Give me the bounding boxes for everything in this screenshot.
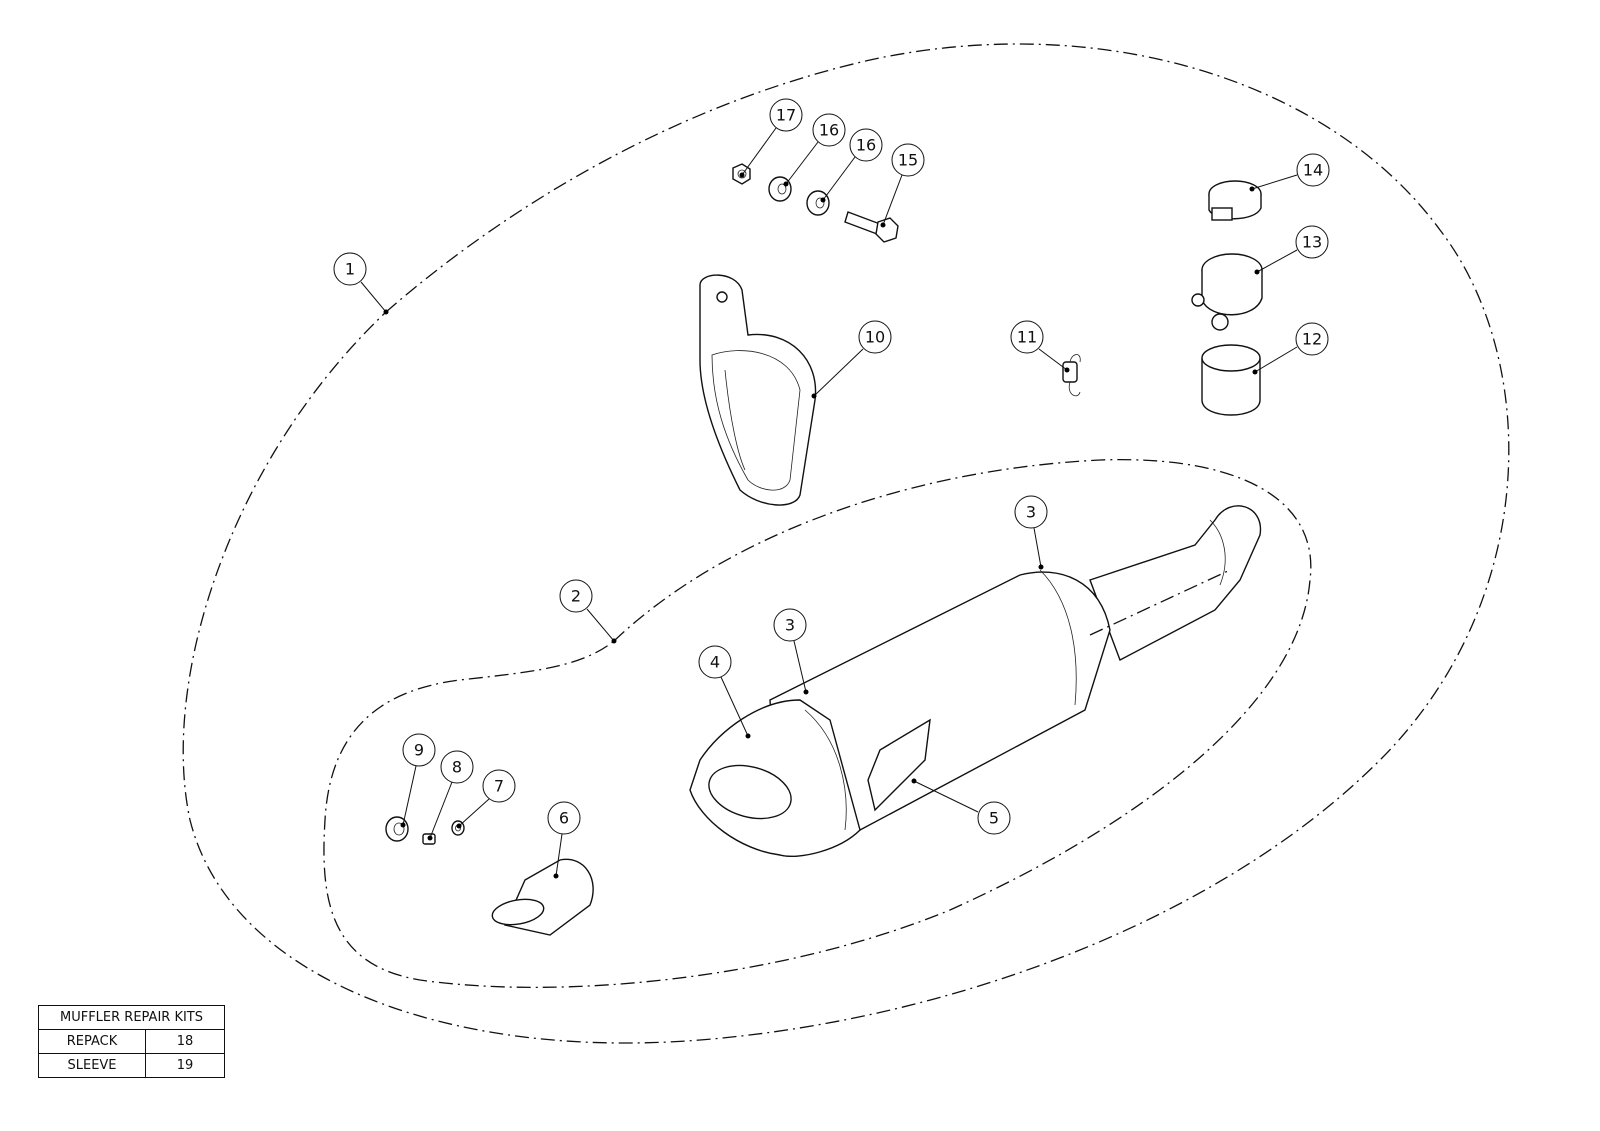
kit-name: SLEEVE bbox=[38, 1053, 146, 1078]
part-16-washer bbox=[806, 190, 830, 216]
kit-name: REPACK bbox=[38, 1029, 146, 1054]
callout-6: 6 bbox=[547, 801, 581, 879]
muffler-repair-kits-table: MUFFLER REPAIR KITS REPACK 18 SLEEVE 19 bbox=[38, 1005, 225, 1078]
svg-text:17: 17 bbox=[776, 106, 796, 125]
callout-5: 5 bbox=[911, 778, 1011, 835]
callout-7: 7 bbox=[456, 769, 516, 829]
part-11-spring bbox=[1062, 354, 1081, 397]
part-14-clamp bbox=[1208, 180, 1262, 221]
callout-3: 3 bbox=[1014, 495, 1048, 570]
callout-12: 12 bbox=[1252, 322, 1329, 375]
svg-text:4: 4 bbox=[710, 653, 720, 672]
svg-text:16: 16 bbox=[856, 136, 876, 155]
part-6-end-cap bbox=[491, 858, 594, 936]
svg-text:15: 15 bbox=[898, 151, 918, 170]
svg-text:2: 2 bbox=[571, 587, 581, 606]
part-muffler-body bbox=[689, 505, 1262, 857]
table-row: SLEEVE 19 bbox=[38, 1053, 225, 1078]
callout-3: 3 bbox=[773, 608, 809, 695]
callouts: 1 2 3 3 4 5 6 7 8 9 10 11 12 13 14 15 16… bbox=[333, 98, 1330, 879]
kit-number: 18 bbox=[145, 1029, 225, 1054]
callout-15: 15 bbox=[880, 143, 925, 228]
svg-text:9: 9 bbox=[414, 741, 424, 760]
part-15-bolt bbox=[844, 211, 899, 243]
part-10-hanger-bracket bbox=[699, 274, 817, 506]
svg-text:1: 1 bbox=[345, 260, 355, 279]
part-16-washer bbox=[768, 176, 792, 202]
callout-14: 14 bbox=[1249, 153, 1330, 192]
callout-1: 1 bbox=[333, 252, 389, 315]
callout-16: 16 bbox=[820, 128, 883, 203]
svg-text:7: 7 bbox=[494, 777, 504, 796]
svg-text:6: 6 bbox=[559, 809, 569, 828]
callout-16: 16 bbox=[783, 113, 846, 187]
svg-text:16: 16 bbox=[819, 121, 839, 140]
kit-number: 19 bbox=[145, 1053, 225, 1078]
svg-text:13: 13 bbox=[1302, 233, 1322, 252]
callout-10: 10 bbox=[811, 320, 892, 399]
group-2-outline bbox=[323, 458, 1312, 988]
svg-text:11: 11 bbox=[1017, 328, 1037, 347]
part-12-link-pipe-sleeve bbox=[1201, 344, 1261, 416]
svg-text:3: 3 bbox=[785, 616, 795, 635]
table-title: MUFFLER REPAIR KITS bbox=[38, 1005, 225, 1030]
callout-11: 11 bbox=[1010, 320, 1070, 373]
callout-2: 2 bbox=[559, 579, 617, 644]
svg-text:12: 12 bbox=[1302, 330, 1322, 349]
callout-4: 4 bbox=[698, 645, 751, 739]
svg-text:5: 5 bbox=[989, 809, 999, 828]
part-9-grommet bbox=[385, 816, 409, 842]
group-1-outline bbox=[182, 43, 1510, 1044]
callout-9: 9 bbox=[400, 733, 436, 828]
svg-text:10: 10 bbox=[865, 328, 885, 347]
part-13-clamp bbox=[1191, 253, 1263, 331]
callout-17: 17 bbox=[739, 98, 803, 178]
callout-13: 13 bbox=[1254, 225, 1329, 275]
callout-8: 8 bbox=[427, 750, 474, 841]
table-row: REPACK 18 bbox=[38, 1029, 225, 1054]
svg-text:3: 3 bbox=[1026, 503, 1036, 522]
svg-text:14: 14 bbox=[1303, 161, 1323, 180]
svg-text:8: 8 bbox=[452, 758, 462, 777]
